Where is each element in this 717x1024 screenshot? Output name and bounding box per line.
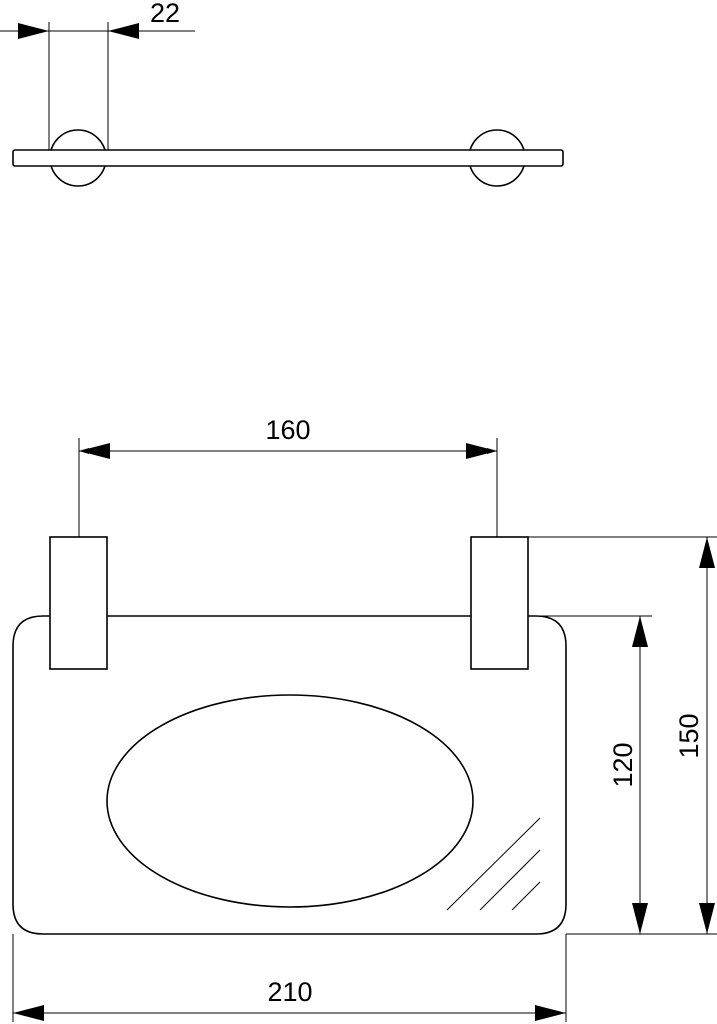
- arrow-right-icon: [18, 23, 49, 39]
- bracket-left: [49, 536, 108, 670]
- dim-120-label: 120: [608, 742, 638, 787]
- arrow-left-icon: [13, 1005, 44, 1021]
- arrow-left-icon: [108, 23, 139, 39]
- arrow-up-icon: [699, 537, 715, 568]
- bracket-right: [470, 536, 529, 670]
- dim-22-label: 22: [150, 0, 180, 28]
- dim-160-label: 160: [265, 415, 310, 445]
- soap-recess: [106, 694, 474, 908]
- arrow-right-icon: [535, 1005, 566, 1021]
- shelf-plate: [12, 615, 567, 935]
- arrow-down-icon: [632, 903, 648, 934]
- top-view: 22: [0, 0, 564, 187]
- arrow-up-icon: [632, 616, 648, 647]
- shelf-top-profile: [12, 149, 564, 167]
- arrow-right-icon: [466, 443, 497, 459]
- dim-210-label: 210: [267, 977, 312, 1007]
- glass-reflection-icon: [446, 817, 541, 911]
- arrow-left-icon: [79, 443, 110, 459]
- front-view: 160 120 150 210: [12, 415, 717, 1022]
- arrow-down-icon: [699, 903, 715, 934]
- dim-150-label: 150: [674, 713, 704, 758]
